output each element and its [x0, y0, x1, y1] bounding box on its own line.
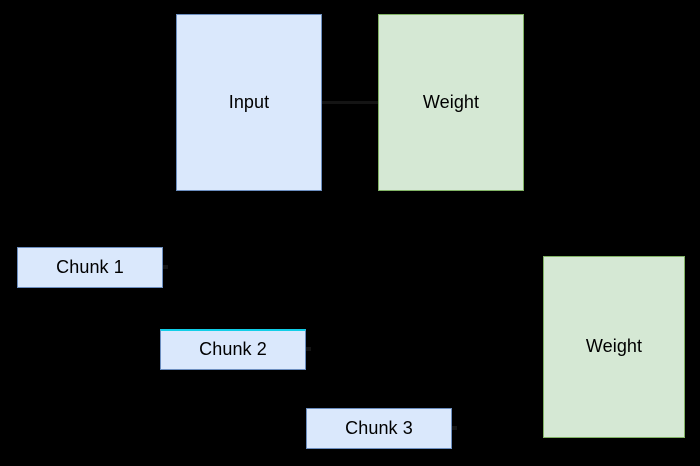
node-chunk-2-label: Chunk 2 — [199, 339, 267, 360]
node-chunk-3-label: Chunk 3 — [345, 417, 413, 438]
node-chunk-2[interactable]: Chunk 2 — [160, 329, 306, 370]
node-weight-bottom[interactable]: Weight — [543, 256, 685, 438]
node-weight-top[interactable]: Weight — [378, 14, 524, 191]
connector-chunk-2-out[interactable] — [306, 347, 311, 351]
node-weight-bottom-label: Weight — [585, 336, 643, 357]
node-chunk-1[interactable]: Chunk 1 — [17, 247, 163, 288]
connector-input-to-weight[interactable] — [322, 101, 378, 104]
node-weight-top-label: Weight — [422, 91, 480, 112]
node-chunk-1-label: Chunk 1 — [56, 256, 124, 277]
node-input-label: Input — [228, 91, 270, 112]
node-input[interactable]: Input — [176, 14, 322, 191]
node-chunk-3[interactable]: Chunk 3 — [306, 408, 452, 449]
connector-chunk-3-out[interactable] — [452, 426, 457, 430]
connector-chunk-1-out[interactable] — [163, 265, 168, 269]
